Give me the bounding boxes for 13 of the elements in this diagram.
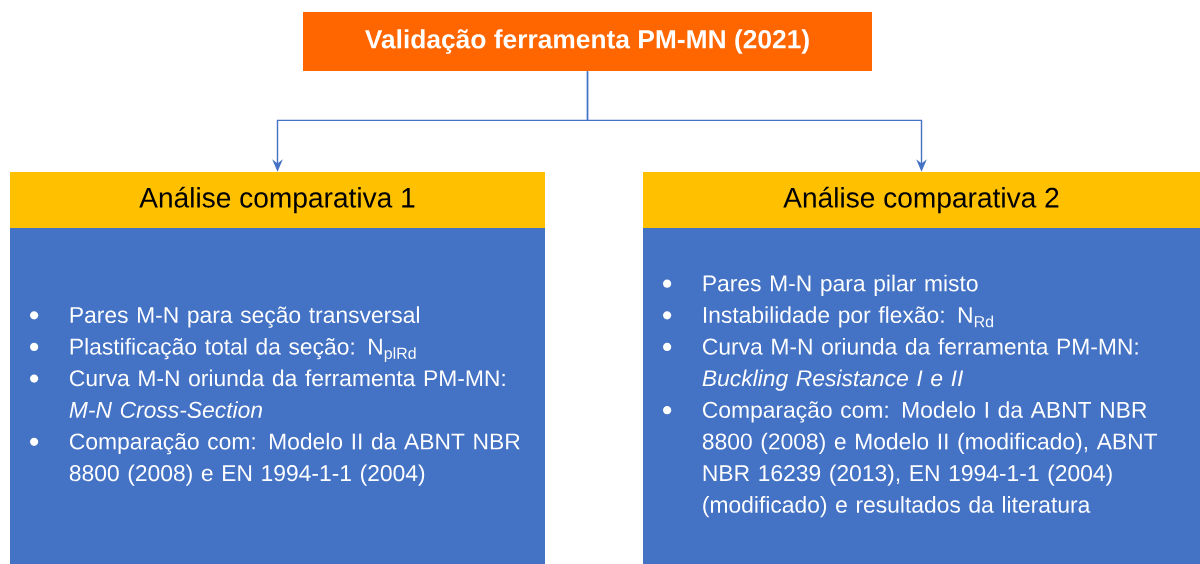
list-item: Pares M-N para pilar misto — [663, 274, 978, 296]
list-item: Curva M-N oriunda da ferramenta PM-MN: M-N Cross-Section — [30, 369, 505, 418]
header-band: Análise comparativa 2 — [643, 172, 1200, 228]
list-item: Comparação com: Modelo I da ABNT NBR 8800 (2008) e Modelo II (modificado), ABNT NBR 16239 (2013), EN 1994-1-1 (2004) (modificado) e resultados da literatura — [663, 401, 1158, 518]
bullet-panel — [643, 228, 1200, 564]
bullet-panel — [10, 228, 545, 564]
list-item: Pares M-N para seção transversal — [30, 306, 419, 328]
list-item: Curva M-N oriunda da ferramenta PM-MN: Buckling Resistance I e II — [663, 337, 1138, 391]
list-item: Comparação com: Modelo II da ABNT NBR 8800 (2008) e EN 1994-1-1 (2004) — [30, 432, 520, 486]
list-item: Instabilidade por flexão: N$_{Rd}$ — [663, 306, 993, 328]
header-band: Análise comparativa 1 — [10, 172, 545, 228]
title-box: Validação ferramenta PM-MN (2021) — [303, 12, 872, 71]
list-item: Plastificação total da seção: N$_{plRd}$ — [30, 337, 416, 363]
